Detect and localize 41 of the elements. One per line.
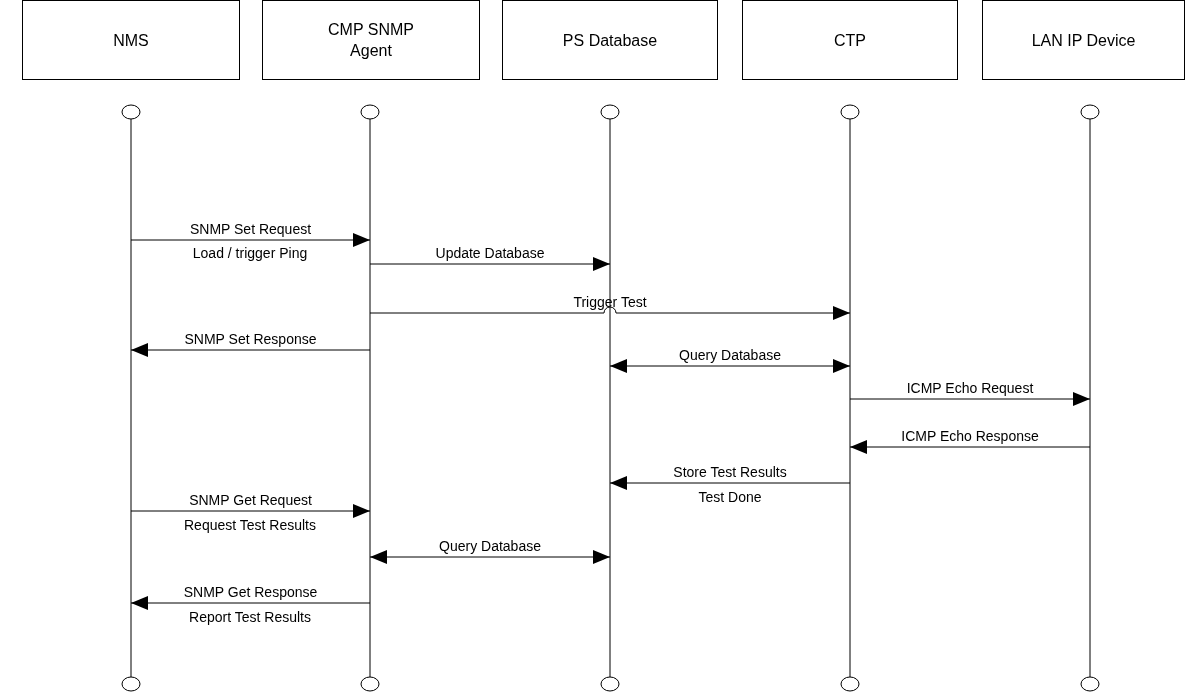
message-label: Update Database — [435, 245, 545, 261]
message-arrow — [369, 306, 851, 320]
message-note: Request Test Results — [184, 517, 316, 533]
participant-box — [502, 0, 718, 80]
lifeline — [1089, 118, 1091, 678]
message-label: SNMP Set Request — [189, 221, 312, 237]
message-label: SNMP Get Request — [189, 492, 312, 508]
lifeline — [609, 118, 611, 678]
message-arrow — [130, 596, 371, 610]
message-label: ICMP Echo Response — [901, 428, 1039, 444]
message-label: Query Database — [679, 347, 781, 363]
participant-box — [262, 0, 480, 80]
message-label: Store Test Results — [673, 464, 787, 480]
message-arrow — [849, 440, 1091, 454]
message-arrow — [130, 233, 371, 247]
message-arrow — [369, 550, 611, 564]
participant-name: NMS — [113, 30, 149, 51]
participant-box — [742, 0, 958, 80]
participant-box — [22, 0, 240, 80]
message-arrow — [369, 257, 611, 271]
message-label: Trigger Test — [573, 294, 647, 310]
participant-box — [982, 0, 1185, 80]
message-label: Query Database — [439, 538, 541, 554]
message-note: Load / trigger Ping — [192, 245, 308, 261]
message-label: SNMP Get Response — [183, 584, 318, 600]
message-arrow — [130, 504, 371, 518]
message-arrow — [849, 392, 1091, 406]
message-arrow — [609, 476, 851, 490]
lifeline — [130, 118, 132, 678]
message-arrow — [609, 359, 851, 373]
participant-name: PS Database — [562, 30, 658, 51]
participant-name: LAN IP Device — [1031, 30, 1136, 51]
lifeline — [849, 118, 851, 678]
message-label: ICMP Echo Request — [906, 380, 1034, 396]
message-arrow — [130, 343, 371, 357]
lifeline — [369, 118, 371, 678]
message-note: Report Test Results — [189, 609, 311, 625]
participant-name: CMP SNMP Agent — [327, 20, 415, 61]
participant-name: CTP — [834, 30, 866, 51]
message-note: Test Done — [698, 489, 762, 505]
message-label: SNMP Set Response — [184, 331, 317, 347]
